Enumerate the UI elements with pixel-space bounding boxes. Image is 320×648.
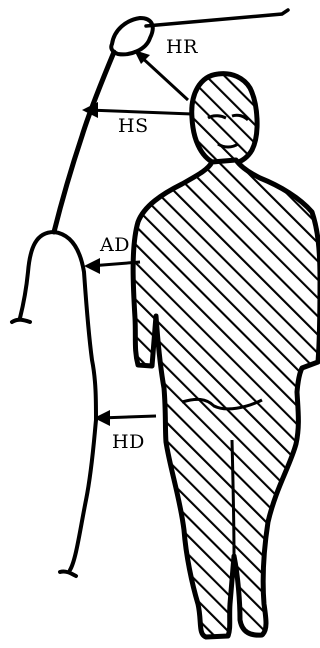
label-hs: HS — [118, 117, 149, 136]
arrow-hd — [94, 410, 156, 426]
head-rest-ring — [111, 18, 153, 54]
label-ad: AD — [100, 236, 130, 255]
top-bar-line — [146, 10, 288, 26]
hatched-figure — [133, 74, 320, 637]
body-shape — [133, 160, 320, 637]
profile-foot — [12, 320, 76, 576]
main-pole — [54, 52, 114, 232]
lower-profile-line — [20, 232, 96, 570]
label-hd: HD — [112, 433, 145, 452]
label-hr: HR — [166, 38, 198, 57]
